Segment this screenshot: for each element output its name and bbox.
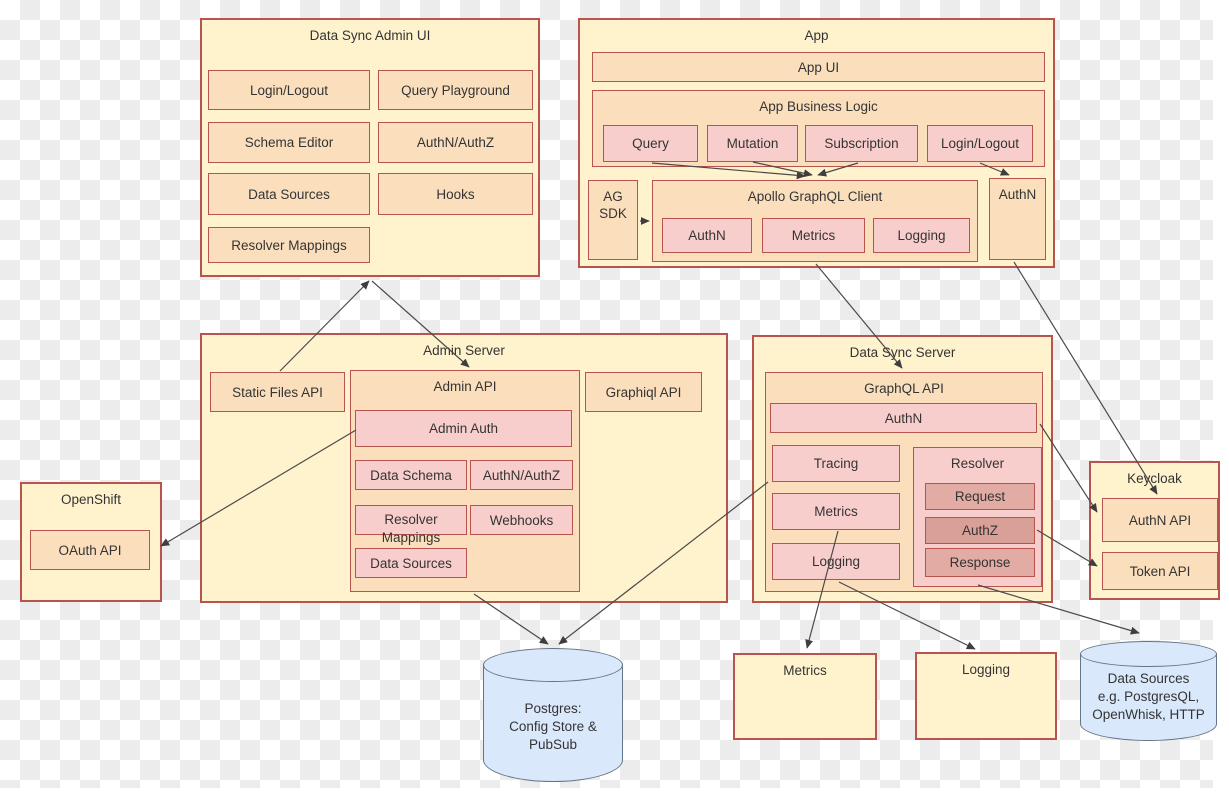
- node-resolver-response: Response: [925, 548, 1035, 577]
- node-postgres-db: Postgres: Config Store & PubSub: [483, 648, 623, 782]
- node-admin-ui-data-sources: Data Sources: [208, 173, 370, 215]
- node-app-subscription: Subscription: [805, 125, 918, 162]
- node-graphql-api-metrics: Metrics: [772, 493, 900, 530]
- node-admin-ui-resolver-mappings: Resolver Mappings: [208, 227, 370, 263]
- node-app-query: Query: [603, 125, 698, 162]
- node-app-authn: AuthN: [989, 178, 1046, 260]
- node-graphql-api-logging: Logging: [772, 543, 900, 580]
- node-app-login-logout: Login/Logout: [927, 125, 1033, 162]
- node-data-sources-db: Data Sources e.g. PostgresQL, OpenWhisk,…: [1080, 641, 1217, 741]
- node-static-files-api: Static Files API: [210, 372, 345, 412]
- node-oauth-api: OAuth API: [30, 530, 150, 570]
- data-sources-cylinder-lid: [1080, 641, 1217, 667]
- postgres-cylinder-lid: [483, 648, 623, 682]
- node-admin-ui-schema-editor: Schema Editor: [208, 122, 370, 163]
- node-app-mutation: Mutation: [707, 125, 798, 162]
- node-admin-ui-query-playground: Query Playground: [378, 70, 533, 110]
- node-admin-api-data-schema: Data Schema: [355, 460, 467, 490]
- node-admin-api-authn-authz: AuthN/AuthZ: [470, 460, 573, 490]
- data-sources-db-label: Data Sources e.g. PostgresQL, OpenWhisk,…: [1092, 671, 1205, 722]
- node-graphql-api-tracing: Tracing: [772, 445, 900, 482]
- postgres-db-label: Postgres: Config Store & PubSub: [509, 701, 597, 752]
- node-logging-box: Logging: [915, 652, 1057, 740]
- data-sources-cylinder-body: [1080, 654, 1217, 741]
- canvas-bottom-margin: [0, 788, 1229, 795]
- node-admin-ui-login-logout: Login/Logout: [208, 70, 370, 110]
- node-admin-ui-hooks: Hooks: [378, 173, 533, 215]
- node-graphiql-api: Graphiql API: [585, 372, 702, 412]
- node-apollo-authn: AuthN: [662, 218, 752, 253]
- node-admin-api-webhooks: Webhooks: [470, 505, 573, 535]
- node-resolver-request: Request: [925, 483, 1035, 510]
- node-admin-auth: Admin Auth: [355, 410, 572, 447]
- node-apollo-logging: Logging: [873, 218, 970, 253]
- node-keycloak-authn-api: AuthN API: [1102, 498, 1218, 542]
- node-admin-api-resolver-mappings: Resolver Mappings: [355, 505, 467, 545]
- node-resolver-authz: AuthZ: [925, 517, 1035, 544]
- node-admin-api-data-sources: Data Sources: [355, 548, 467, 578]
- node-app-ui: App UI: [592, 52, 1045, 82]
- postgres-cylinder-body: [483, 665, 623, 782]
- node-apollo-metrics: Metrics: [762, 218, 865, 253]
- node-metrics-box: Metrics: [733, 653, 877, 740]
- node-graphql-api-authn: AuthN: [770, 403, 1037, 433]
- node-keycloak-token-api: Token API: [1102, 552, 1218, 590]
- node-admin-ui-authn-authz: AuthN/AuthZ: [378, 122, 533, 163]
- node-ag-sdk: AG SDK: [588, 180, 638, 260]
